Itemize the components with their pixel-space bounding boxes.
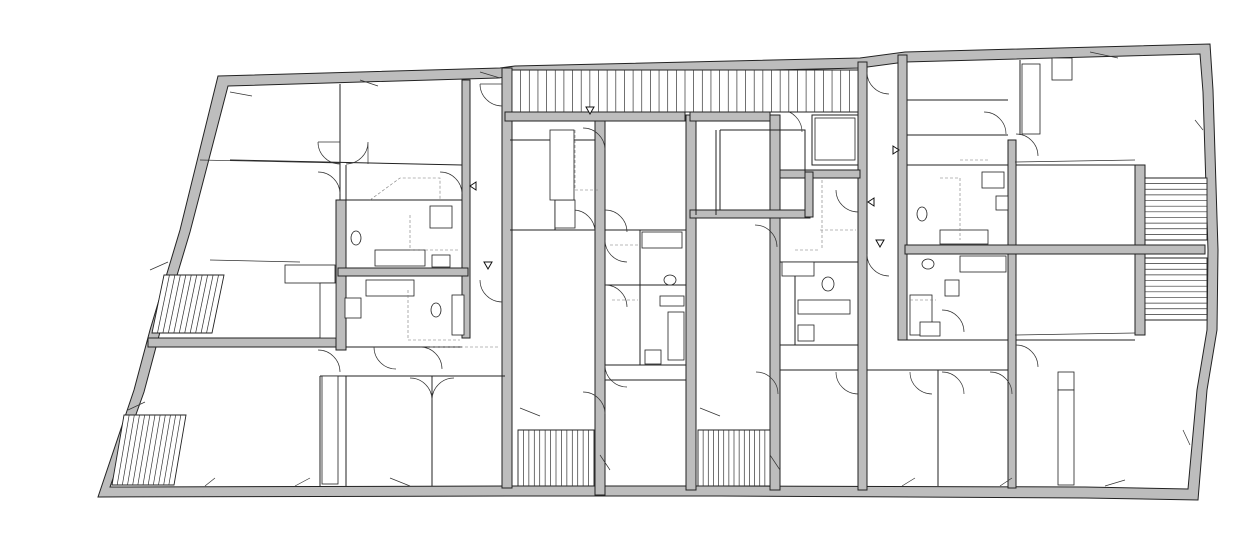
stair-bottom-b [697,429,771,487]
stair-tread [178,274,192,334]
stair-tread [168,414,182,486]
stair-tread [200,274,214,334]
stairs [111,69,1208,487]
sliding-doors [199,159,1136,336]
cabinetry [284,57,1075,486]
dashed-outlines [369,130,990,348]
stair-tread [162,274,176,334]
stair-tread [168,274,181,334]
stair-tread [142,414,156,486]
bathroom-fixtures [344,117,1009,365]
stair-top-center [511,69,859,113]
stair-tread [116,414,130,486]
stair-arrows [469,106,900,271]
stair-right-upper [1144,177,1208,241]
stair-tread [195,274,208,334]
stair-left-upper [151,274,225,334]
door-swings [317,71,1039,415]
stair-bottom-a [517,429,595,487]
stair-tread [184,274,198,334]
stair-tread [158,414,171,486]
stair-left-lower [111,414,187,486]
stair-tread [206,274,219,334]
stair-tread [157,274,170,334]
interior-walls [147,54,1206,496]
stair-tread [173,274,187,334]
stair-tread [189,274,203,334]
stair-tread [163,414,177,486]
stair-tread [137,414,151,486]
stair-right-lower [1144,257,1208,321]
stair-tread [127,414,140,486]
windows [127,51,1204,487]
stair-tread [132,414,146,486]
stair-tread [121,414,135,486]
stair-tread [152,414,166,486]
stair-tread [147,414,161,486]
